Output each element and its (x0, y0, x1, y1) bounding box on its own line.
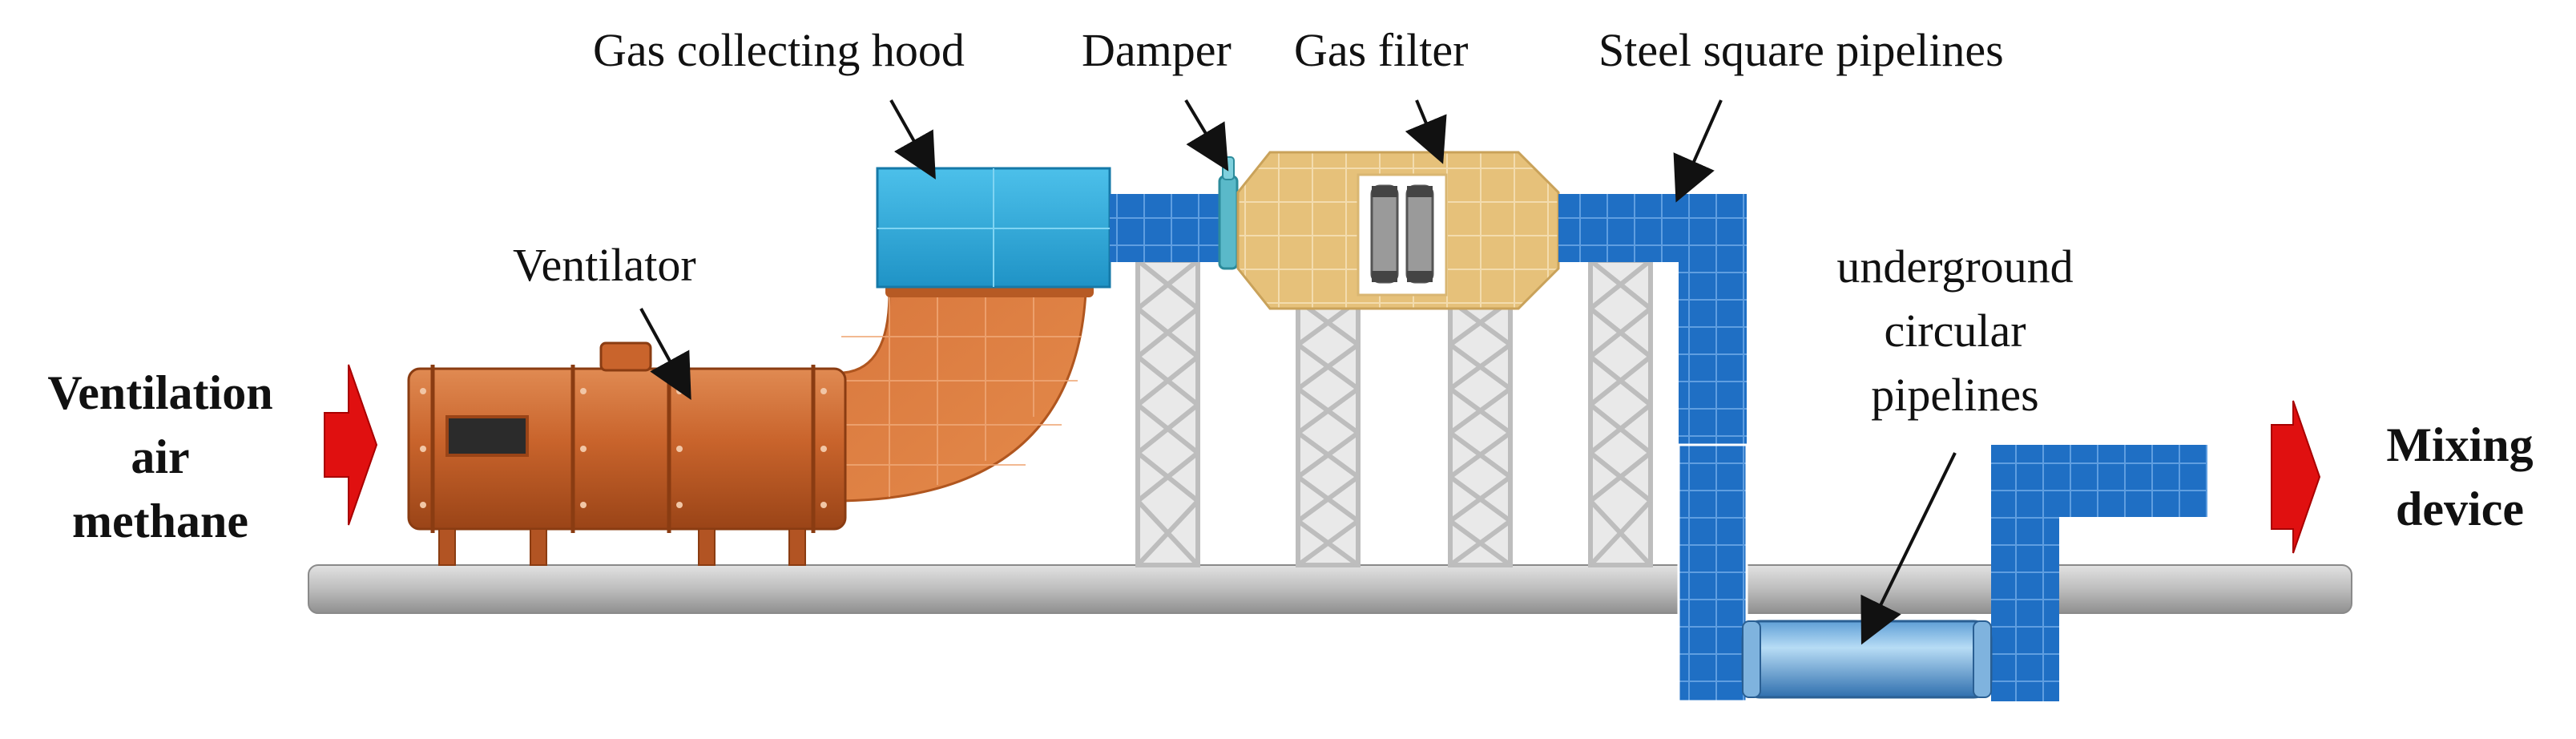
inlet-label-line3: methane (72, 495, 248, 547)
support-frame (1135, 258, 1200, 567)
elbow-grid (833, 293, 1082, 497)
filter-cartridges (1370, 184, 1434, 284)
inlet-label-line1: Ventilation (47, 366, 272, 419)
label-ventilator: Ventilator (513, 239, 696, 291)
label-underground-line3: pipelines (1871, 369, 2038, 421)
steel-square-pipe-1 (1110, 194, 1226, 262)
outlet-label-line1: Mixing (2386, 418, 2533, 471)
support-frames (1135, 258, 1653, 567)
label-underground-line1: underground (1836, 240, 2073, 293)
label-gas-collecting-hood: Gas collecting hood (593, 24, 965, 76)
support-frame (1296, 298, 1361, 567)
damper-handle (1222, 156, 1235, 180)
steel-square-pipe-2 (1558, 194, 1679, 262)
hood-seams (877, 168, 1110, 287)
label-gas-filter: Gas filter (1294, 24, 1468, 76)
inlet-label-line2: air (131, 430, 189, 483)
ventilator-window (445, 415, 529, 457)
pipe-collar-left (1742, 620, 1761, 698)
label-damper: Damper (1082, 24, 1232, 76)
inlet-arrow (324, 364, 378, 526)
label-steel-square-pipelines: Steel square pipelines (1598, 24, 2004, 76)
pipe-collar-right (1973, 620, 1992, 698)
outlet-arrow (2271, 400, 2321, 554)
ventilator (407, 341, 847, 566)
support-frame (1448, 298, 1513, 567)
label-underground-line2: circular (1884, 305, 2026, 357)
support-frame (1588, 258, 1653, 567)
callout-arrows (639, 99, 1957, 645)
steel-square-pipe-lower (1677, 443, 1748, 703)
elbow-duct (832, 291, 1087, 503)
steel-square-pipe-outlet (2059, 445, 2207, 517)
outlet-label-line2: device (2396, 483, 2524, 535)
steel-square-pipe-riser-2 (1991, 445, 2059, 701)
damper (1218, 175, 1239, 270)
